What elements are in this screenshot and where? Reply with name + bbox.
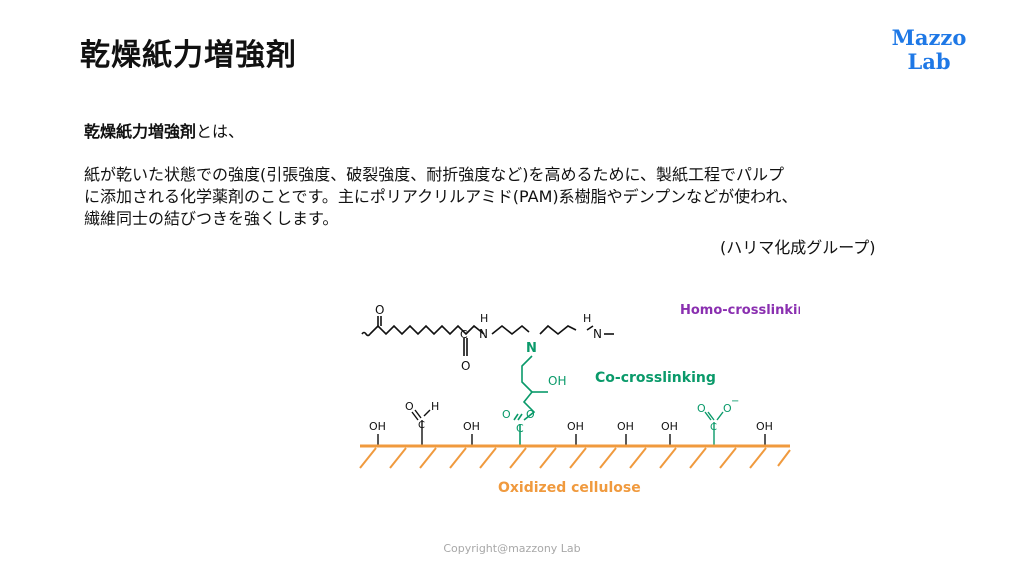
aldehyde-h: H (431, 400, 439, 413)
cellulose-surface (359, 444, 791, 469)
atom-o-amide: O (461, 359, 470, 373)
atom-o-ester: O (526, 408, 535, 421)
carboxylate-o2: O (723, 402, 732, 415)
atom-n-end: N (593, 327, 602, 341)
carboxylate-c: C (710, 422, 717, 433)
atom-c-ester: C (516, 422, 524, 435)
oh-7: OH (756, 420, 773, 433)
aldehyde-c: C (418, 420, 425, 431)
co-crosslinking-label: Co-crosslinking (595, 370, 716, 386)
page-title: 乾燥紙力増強剤 (80, 38, 297, 73)
body-line-1: 紙が乾いた状態での強度(引張強度、破裂強度、耐折強度など)を高めるために、製紙工… (84, 165, 785, 184)
copyright-notice: Copyright@mazzony Lab (443, 542, 581, 555)
definition-body: 紙が乾いた状態での強度(引張強度、破裂強度、耐折強度など)を高めるために、製紙工… (84, 164, 944, 230)
pam-polymer-chain (361, 316, 594, 356)
oh-6: OH (661, 420, 678, 433)
atom-n-center: N (526, 341, 537, 356)
source-citation: (ハリマ化成グループ) (720, 238, 876, 257)
atom-o-ester-2: O (502, 408, 511, 421)
aldehyde-o: O (405, 400, 414, 413)
oxidized-cellulose-label: Oxidized cellulose (498, 480, 641, 496)
logo-line-1: Mazzo (891, 25, 967, 50)
lead-suffix: とは、 (196, 122, 245, 141)
atom-oh-linker: OH (548, 374, 566, 388)
crosslinking-diagram: Homo-crosslinkin O C O H N H N N OH O O … (359, 303, 800, 496)
mazzo-lab-logo: Mazzo Lab (884, 26, 974, 74)
atom-c-amide: C (460, 328, 468, 341)
cellulose-substituents: OH O H C OH OH OH OH O O − C OH (369, 396, 773, 446)
oh-4: OH (567, 420, 584, 433)
carboxylate-o1: O (697, 402, 706, 415)
body-line-2: に添加される化学薬剤のことです。主にポリアクリルアミド(PAM)系樹脂やデンプン… (84, 187, 798, 206)
atom-o-top: O (375, 303, 384, 317)
logo-line-2: Lab (907, 49, 951, 74)
oh-3: OH (463, 420, 480, 433)
homo-crosslinking-label: Homo-crosslinkin (680, 303, 800, 318)
oh-1: OH (369, 420, 386, 433)
atom-h-end: H (583, 312, 591, 325)
lead-term: 乾燥紙力増強剤 (84, 122, 197, 141)
green-linker (513, 355, 548, 446)
carboxylate-minus: − (731, 396, 739, 407)
atom-n-amide: N (479, 327, 488, 341)
body-line-3: 繊維同士の結びつきを強くします。 (84, 209, 339, 228)
atom-h-amide: H (480, 312, 488, 325)
oh-5: OH (617, 420, 634, 433)
definition-lead: 乾燥紙力増強剤とは、 (84, 118, 244, 142)
